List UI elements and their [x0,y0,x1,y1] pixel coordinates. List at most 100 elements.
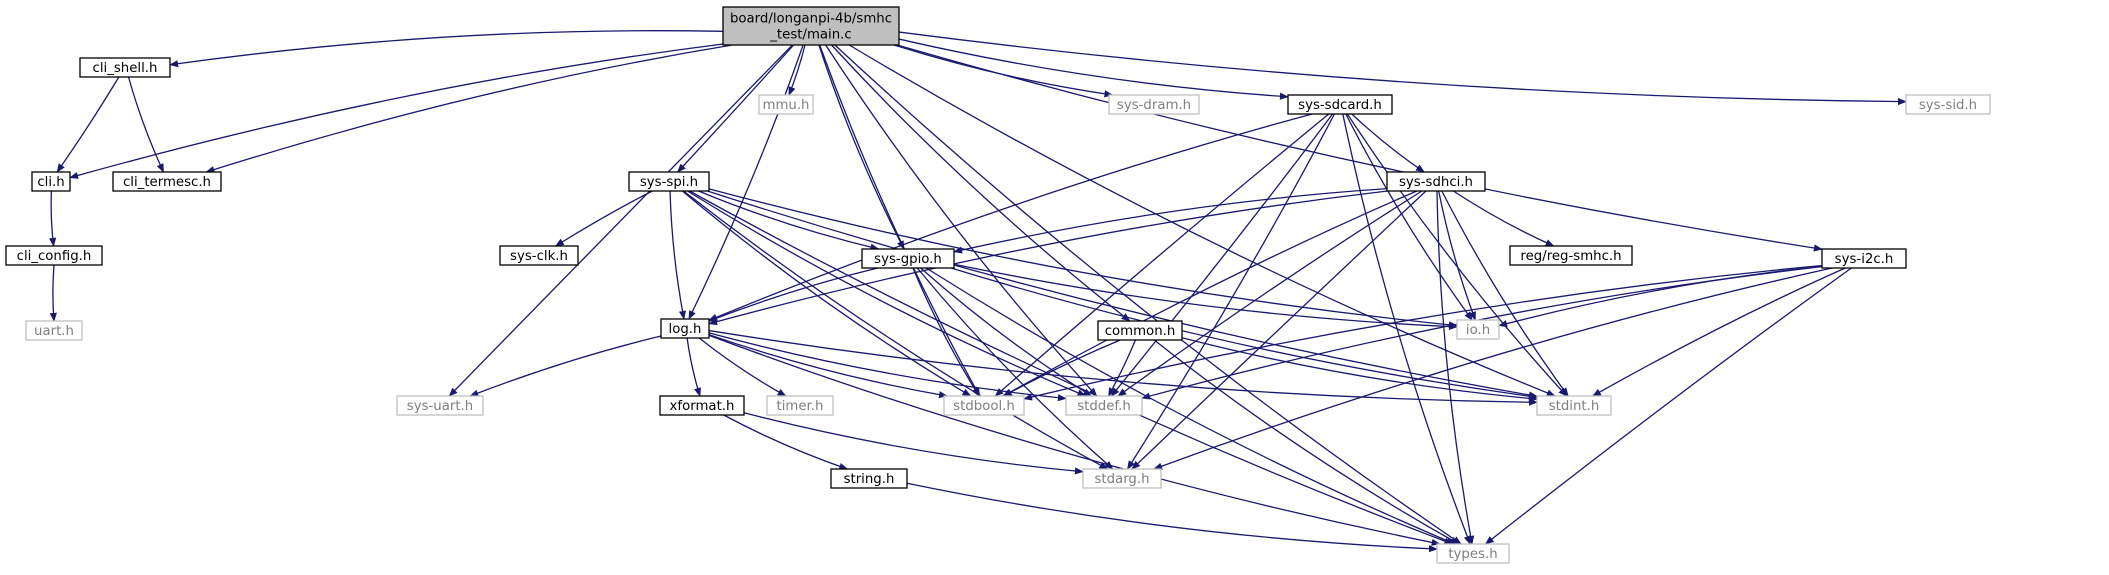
node-label: cli_config.h [17,249,92,264]
node-label: cli_shell.h [93,61,158,76]
node-sys-spi-h[interactable]: sys-spi.h [628,171,710,192]
node-label: xformat.h [670,399,735,414]
node-cli-h[interactable]: cli.h [31,171,71,192]
include-edge-string-h-to-types-h [906,482,1438,553]
include-edge-sys-sdhci-h-to-stddef-h [1117,190,1423,397]
node-label: cli.h [37,175,64,190]
node-cli-shell-h[interactable]: cli_shell.h [79,57,171,78]
node-stddef-h: stddef.h [1065,395,1143,416]
include-edge-log-h-to-stdint-h [708,329,1538,406]
include-edge-sys-sdcard-h-to-io-h [1345,113,1473,321]
node-box [1536,395,1612,416]
node-stdint-h: stdint.h [1536,395,1612,416]
include-edge-xformat-h-to-stdarg-h [743,412,1084,475]
node-sys-uart-h: sys-uart.h [396,395,484,416]
node-sys-gpio-h[interactable]: sys-gpio.h [861,248,955,269]
node-sys-i2c-h[interactable]: sys-i2c.h [1821,248,1907,269]
include-edge-log-h-to-timer-h [698,337,787,397]
node-cli-config-h[interactable]: cli_config.h [5,245,103,266]
node-label: types.h [1448,547,1497,562]
node-label: sys-sdhci.h [1399,175,1473,190]
node-box [1905,94,1991,115]
node-uart-h: uart.h [25,320,83,341]
node-label: common.h [1105,324,1176,339]
include-edge-sys-sdcard-h-to-stdint-h [1346,113,1568,397]
include-edge-sys-i2c-h-to-stdbool-h [1023,264,1823,401]
include-edge-common-h-to-stddef-h [1107,339,1137,397]
include-edge-sys-spi-h-to-stdint-h [707,190,1538,399]
include-edge-sys-sdcard-h-to-log-h [708,113,1313,321]
include-edge-cli-shell-h-to-cli-termesc-h [127,76,165,173]
include-edge-main-c-to-sys-sdcard-h [898,38,1289,100]
node-box [1065,395,1143,416]
include-edge-sys-gpio-h-to-stdbool-h [912,267,980,397]
include-edge-main-c-to-sys-spi-h [677,44,795,173]
include-edge-log-h-to-xformat-h [686,337,701,397]
include-edge-sys-spi-h-to-types-h [689,190,1454,545]
include-edge-sys-i2c-h-to-stdint-h [1591,267,1846,397]
include-edge-sys-sdhci-h-to-stdarg-h [1131,190,1427,470]
include-edge-common-h-to-stdint-h [1181,337,1538,402]
node-label: stdarg.h [1094,472,1149,487]
node-label: reg/reg-smhc.h [1520,249,1621,264]
include-edge-sys-sdhci-h-to-stdint-h [1441,190,1569,397]
node-log-h[interactable]: log.h [660,318,710,339]
node-string-h[interactable]: string.h [830,468,908,489]
node-box [830,468,908,489]
node-stdarg-h: stdarg.h [1082,468,1162,489]
node-label: board/longanpi-4b/smhc [730,12,892,27]
include-edge-xformat-h-to-string-h [723,414,849,470]
node-timer-h: timer.h [766,395,834,416]
include-edge-main-c-to-cli-h [69,43,724,179]
include-edge-sys-spi-h-to-log-h [669,190,686,320]
nodes-layer: board/longanpi-4b/smhc_test/main.c cli_sh… [5,6,1991,564]
include-edge-sys-sdcard-h-to-stdarg-h [1126,113,1336,470]
include-edge-sys-gpio-h-to-stdarg-h [916,267,1114,470]
include-edge-main-c-to-types-h [834,44,1462,545]
node-common-h[interactable]: common.h [1097,320,1183,341]
node-box [1108,94,1200,115]
node-box [396,395,484,416]
node-sys-sdhci-h[interactable]: sys-sdhci.h [1386,171,1486,192]
node-xformat-h[interactable]: xformat.h [659,395,745,416]
include-edge-sys-gpio-h-to-stddef-h [920,267,1093,397]
include-edge-sys-i2c-h-to-stdarg-h [1153,267,1833,470]
include-edge-main-c-to-sys-i2c-h [896,44,1823,252]
node-box [1386,171,1486,192]
include-edge-sys-spi-h-to-io-h [708,188,1458,329]
node-sys-clk-h[interactable]: sys-clk.h [499,245,579,266]
node-io-h: io.h [1456,319,1500,340]
include-edge-sys-sdhci-h-to-reg-smhc-h [1452,190,1555,247]
node-box [1436,543,1510,564]
node-box [112,171,222,192]
node-label: _test/main.c [769,28,851,43]
node-box [79,57,171,78]
node-box [499,245,579,266]
node-sys-dram-h: sys-dram.h [1108,94,1200,115]
node-label: cli_termesc.h [123,175,211,190]
include-edge-main-c-to-stdbool-h [819,44,981,397]
include-edge-sys-sdcard-h-to-sys-sdhci-h [1351,113,1425,173]
include-edge-sys-spi-h-to-sys-clk-h [554,190,653,247]
include-edge-sys-sdcard-h-to-stddef-h [1110,113,1334,397]
include-edge-sys-sdhci-h-to-stdbool-h [1002,190,1418,397]
node-box [1509,245,1633,266]
include-edge-sys-sdhci-h-to-types-h [1436,190,1475,545]
node-main-c[interactable]: board/longanpi-4b/smhc_test/main.c [722,6,900,46]
include-edge-main-c-to-common-h [831,44,1131,322]
node-box [660,318,710,339]
include-edge-sys-sdhci-h-to-sys-gpio-h [953,187,1388,254]
include-edge-sys-spi-h-to-stdarg-h [683,190,1109,470]
node-sys-sdcard-h[interactable]: sys-sdcard.h [1287,94,1393,115]
node-label: log.h [669,322,702,337]
node-cli-termesc-h[interactable]: cli_termesc.h [112,171,222,192]
include-edge-sys-sdcard-h-to-types-h [1342,113,1471,545]
include-edge-main-c-to-sys-sid-h [898,31,1907,106]
node-label: stdbool.h [953,399,1015,414]
edges-layer [49,30,1907,553]
node-label: sys-clk.h [510,249,568,264]
node-reg-smhc-h[interactable]: reg/reg-smhc.h [1509,245,1633,266]
node-label: sys-dram.h [1117,98,1191,113]
node-box [5,245,103,266]
